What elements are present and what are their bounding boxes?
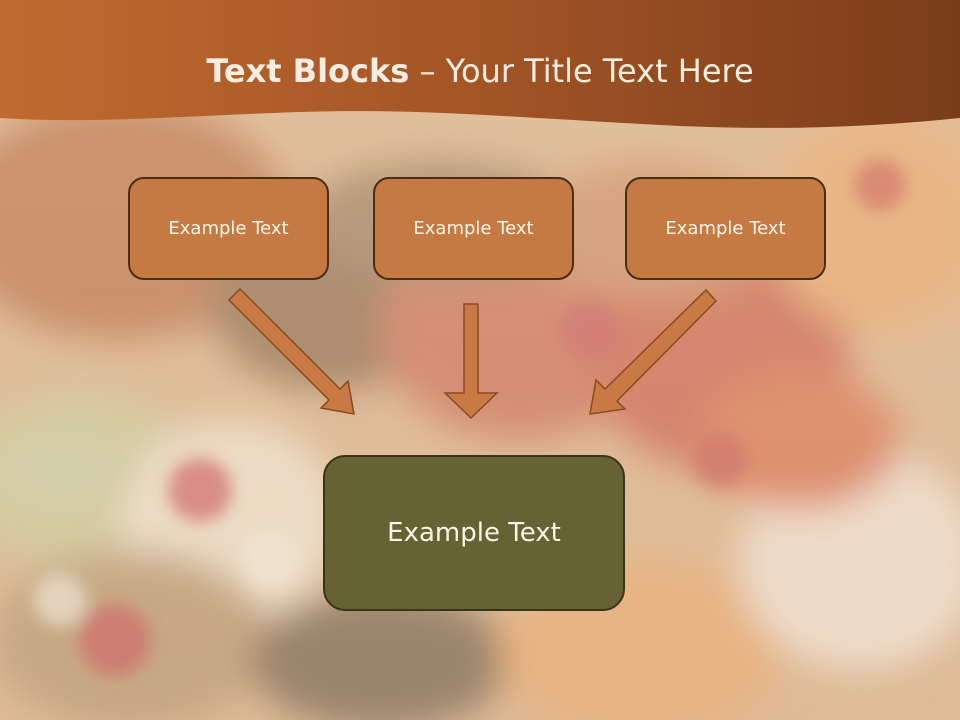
text-block-1[interactable]: Example Text [128, 177, 329, 280]
center-text-block-label: Example Text [387, 518, 561, 548]
center-text-block[interactable]: Example Text [323, 455, 625, 611]
text-block-2-label: Example Text [413, 218, 534, 239]
text-block-3-label: Example Text [665, 218, 786, 239]
title-separator: – [409, 52, 446, 90]
slide-title: Text Blocks – Your Title Text Here [0, 52, 960, 90]
title-bold-part: Text Blocks [206, 52, 410, 90]
text-block-2[interactable]: Example Text [373, 177, 574, 280]
text-block-1-label: Example Text [168, 218, 289, 239]
text-block-3[interactable]: Example Text [625, 177, 826, 280]
title-rest: Your Title Text Here [445, 52, 754, 90]
